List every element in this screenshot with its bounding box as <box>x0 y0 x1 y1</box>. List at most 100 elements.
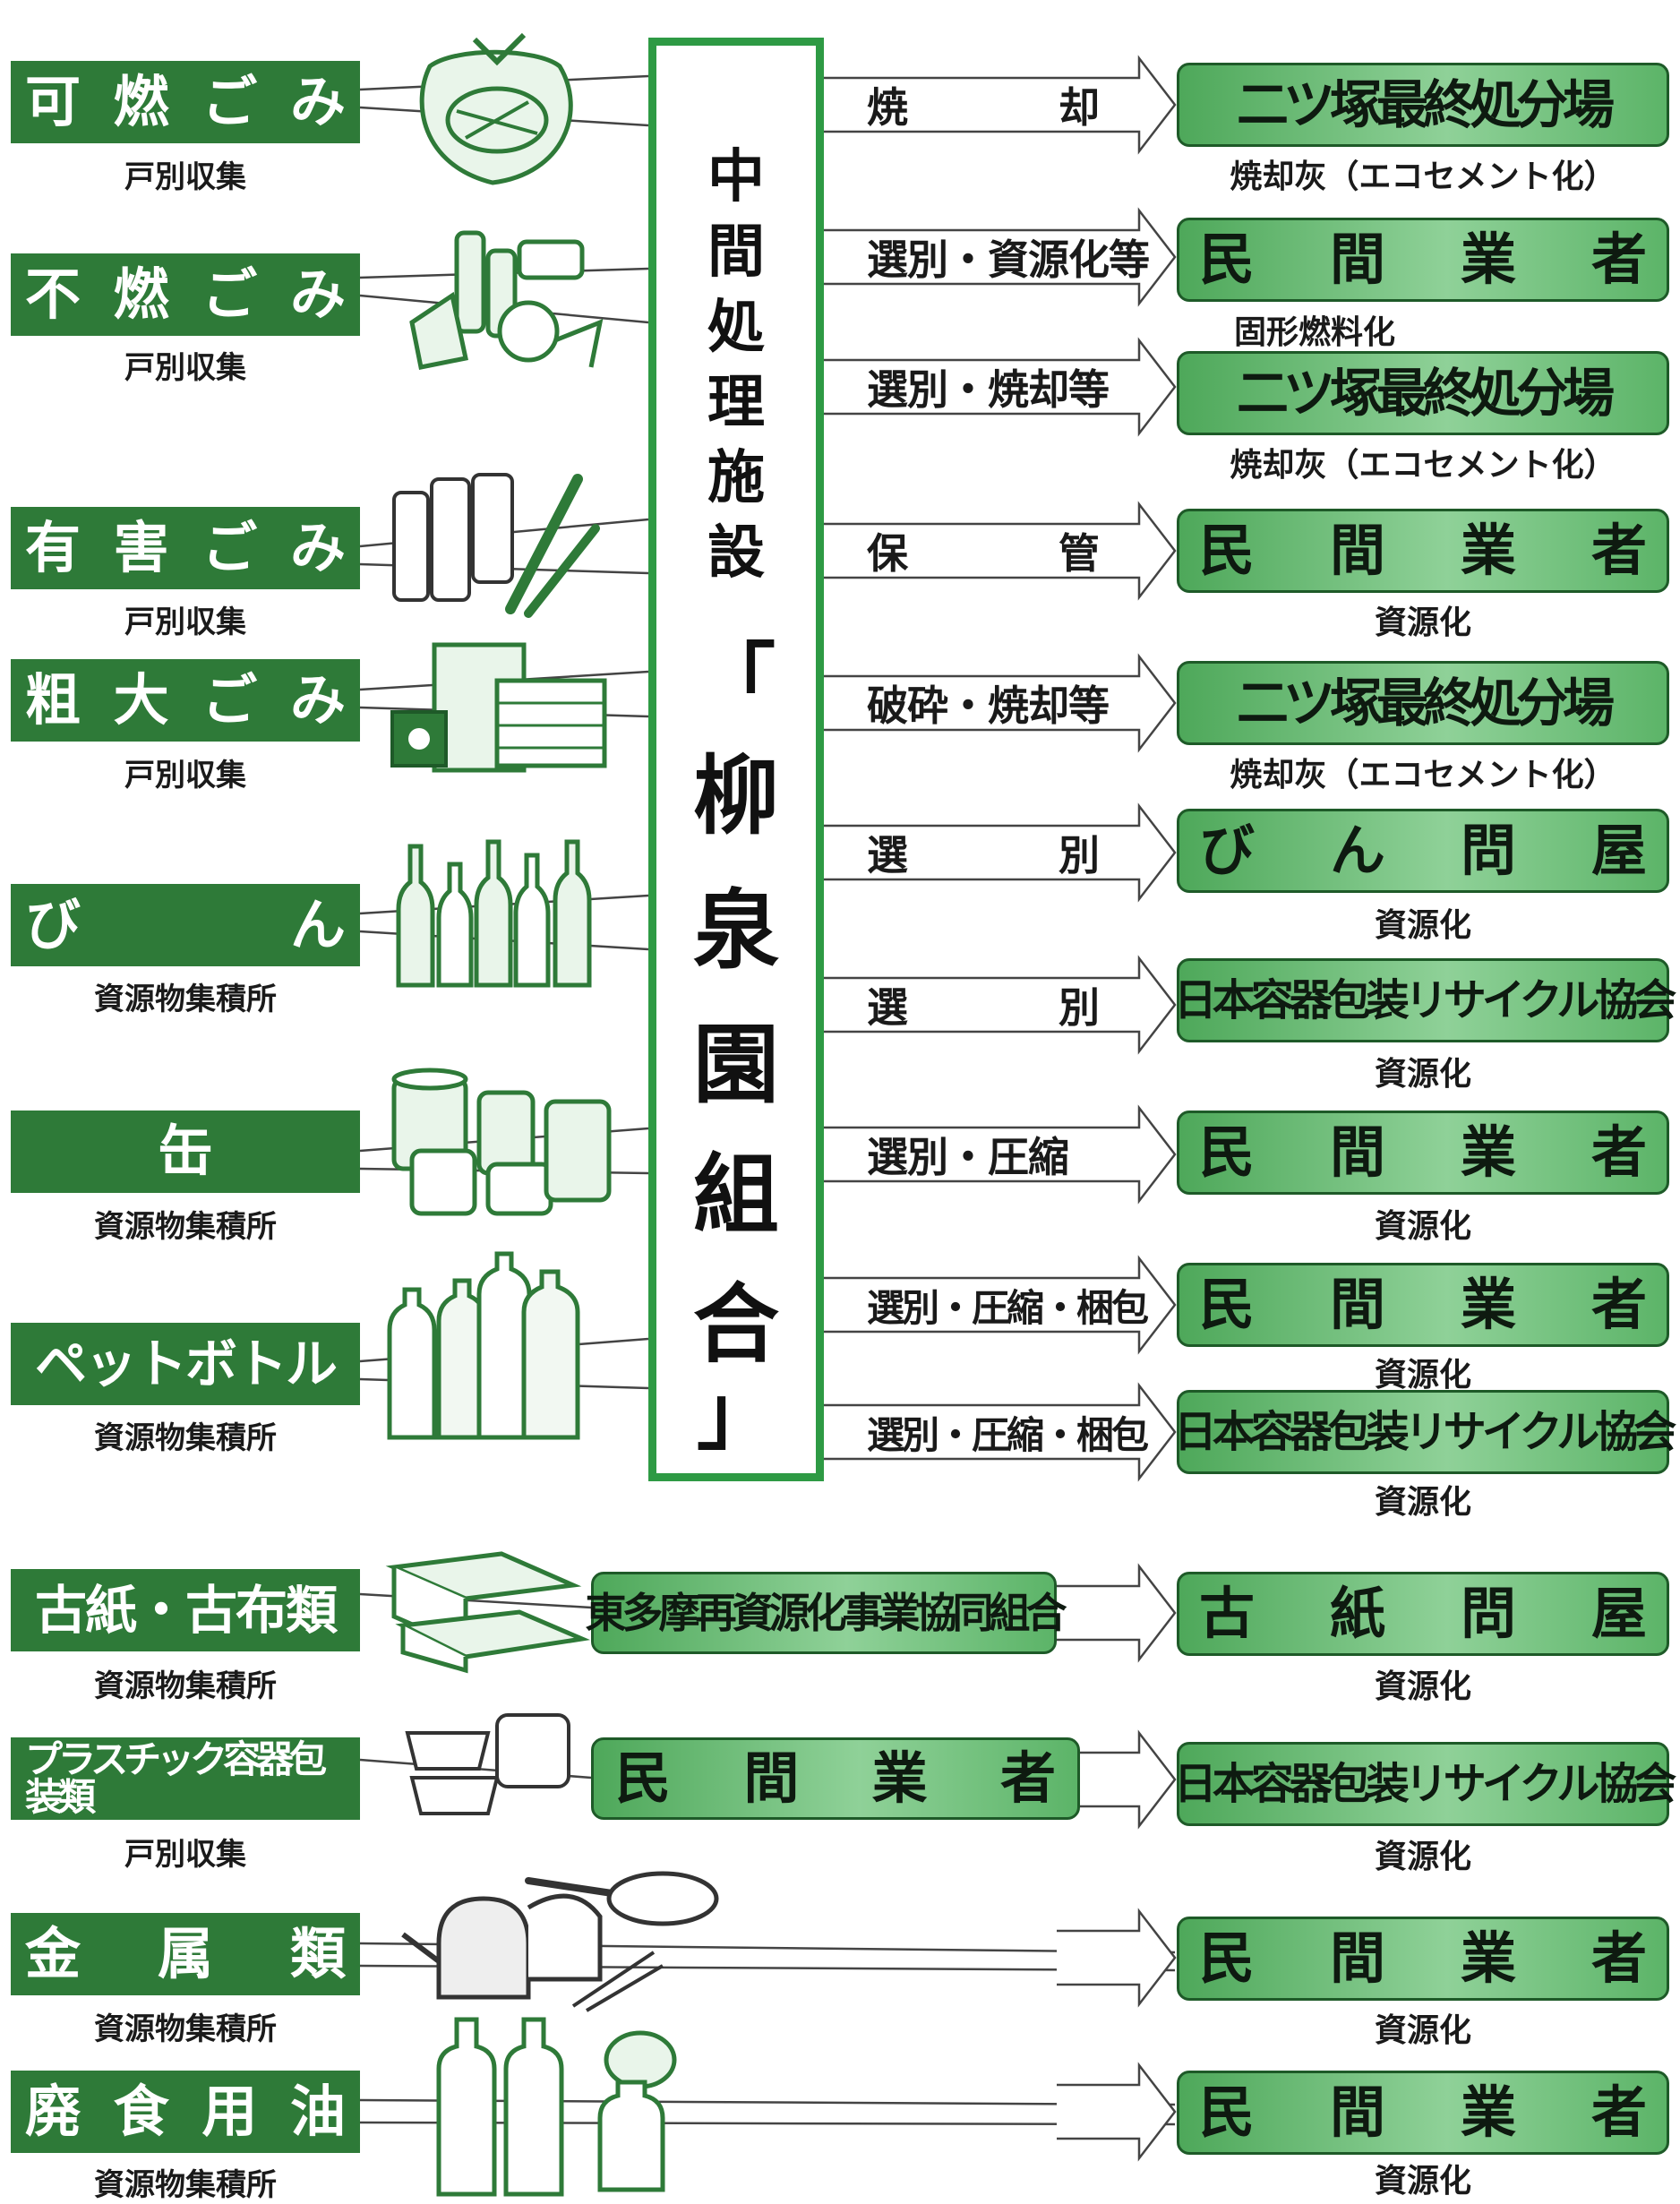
destination-4: 二ツ塚最終処分場 <box>1177 661 1669 745</box>
process-arrow-7 <box>824 1104 1177 1205</box>
destination-0-note: 焼却灰（エコセメント化） <box>1230 159 1616 195</box>
hub-char-0: 中 <box>707 144 765 210</box>
category-yugai: 有害ごみ <box>11 507 360 589</box>
category-haishoku: 廃食用油 <box>11 2071 360 2153</box>
pura-arrow <box>1080 1729 1177 1830</box>
collection-pet: 資源物集積所 <box>94 1420 277 1456</box>
paper-bundle-icon <box>385 1551 591 1674</box>
destination-7-note: 資源化 <box>1374 1208 1471 1245</box>
destination-11: 日本容器包装リサイクル協会 <box>1174 1742 1676 1826</box>
intermediary-minkan: 民間業者 <box>591 1737 1080 1820</box>
destination-10-note: 資源化 <box>1374 1668 1471 1705</box>
koshi-arrow <box>1057 1563 1177 1663</box>
hub-name-char-5: 合 <box>693 1274 779 1375</box>
destination-12: 民間業者 <box>1177 1917 1669 2001</box>
haishoku-arrow <box>1057 2062 1177 2162</box>
process-1: 選別・資源化等 <box>867 236 1150 284</box>
process-arrow-1 <box>824 207 1177 307</box>
hub-char-3: 理 <box>707 370 765 436</box>
destination-7: 民間業者 <box>1177 1111 1669 1195</box>
destination-9-note: 資源化 <box>1374 1484 1471 1521</box>
destination-4-note: 焼却灰（エコセメント化） <box>1230 757 1616 793</box>
oil-bottles-icon <box>436 2017 677 2197</box>
destination-13-note: 資源化 <box>1374 2163 1471 2200</box>
collection-sodai: 戸別収集 <box>124 758 246 793</box>
destination-1-note: 固形燃料化 <box>1234 314 1396 351</box>
category-koshi: 古紙・古布類 <box>11 1569 360 1651</box>
process-8: 選別・圧縮・梱包 <box>867 1285 1149 1330</box>
category-kanen: 可燃ごみ <box>11 61 360 143</box>
process-arrow-5 <box>824 802 1177 903</box>
kettle-pan-icon <box>401 1871 719 2012</box>
destination-11-note: 資源化 <box>1374 1839 1471 1875</box>
process-4: 破砕・焼却等 <box>867 682 1110 730</box>
process-arrow-0 <box>824 55 1177 155</box>
collection-yugai: 戸別収集 <box>124 605 246 640</box>
process-3: 保管 <box>867 529 1100 578</box>
collection-kinzoku: 資源物集積所 <box>94 2011 277 2047</box>
destination-2: 二ツ塚最終処分場 <box>1177 351 1669 435</box>
destination-10: 古紙問屋 <box>1177 1572 1669 1656</box>
trash-bag-icon <box>419 32 573 185</box>
process-5: 選別 <box>867 831 1100 879</box>
cans-icon <box>391 1068 612 1216</box>
destination-6-note: 資源化 <box>1374 1056 1471 1093</box>
process-7: 選別・圧縮 <box>867 1133 1069 1181</box>
category-bin: びん <box>11 884 360 966</box>
process-arrow-4 <box>824 653 1177 753</box>
plastic-containers-icon <box>405 1713 570 1815</box>
process-arrow-6 <box>824 955 1177 1055</box>
pet-bottles-icon <box>387 1251 580 1440</box>
destination-2-note: 焼却灰（エコセメント化） <box>1230 447 1616 484</box>
collection-koshi: 資源物集積所 <box>94 1668 277 1704</box>
process-arrow-8 <box>824 1255 1177 1355</box>
hub-name-close: 」 <box>696 1368 776 1461</box>
hub-char-1: 間 <box>707 219 765 286</box>
process-9: 選別・圧縮・梱包 <box>867 1412 1149 1457</box>
destination-0: 二ツ塚最終処分場 <box>1177 63 1669 147</box>
intermediary-higashitama: 東多摩再資源化事業協同組合 <box>586 1572 1067 1654</box>
destination-8: 民間業者 <box>1177 1263 1669 1347</box>
process-arrow-9 <box>824 1382 1177 1482</box>
category-pura: プラスチック容器包装類 <box>11 1737 360 1820</box>
category-kan: 缶 <box>11 1111 360 1193</box>
destination-12-note: 資源化 <box>1374 2012 1471 2049</box>
hub-name-char-2: 泉 <box>693 880 779 981</box>
process-arrow-3 <box>824 501 1177 601</box>
category-sodai: 粗大ごみ <box>11 659 360 742</box>
nonburnable-waste-icon <box>409 230 604 370</box>
collection-bin: 資源物集積所 <box>94 982 277 1017</box>
process-0: 焼却 <box>867 83 1100 132</box>
hub-char-5: 設 <box>707 520 765 587</box>
bulky-furniture-icon <box>390 642 607 773</box>
destination-3: 民間業者 <box>1177 509 1669 593</box>
destination-3-note: 資源化 <box>1374 605 1471 641</box>
hub-name-char-1: 柳 <box>693 746 779 846</box>
bottles-icon <box>396 839 592 988</box>
collection-haishoku: 資源物集積所 <box>94 2167 277 2203</box>
intermediate-facility: 中 間 処 理 施 設 「 柳 泉 園 組 合 」 <box>648 38 824 1481</box>
kinzoku-arrow <box>1057 1908 1177 2008</box>
hub-char-2: 処 <box>707 295 765 361</box>
destination-1: 民間業者 <box>1177 218 1669 302</box>
collection-funen: 戸別収集 <box>124 350 246 386</box>
destination-9: 日本容器包装リサイクル協会 <box>1174 1390 1676 1474</box>
process-6: 選別 <box>867 983 1100 1032</box>
destination-6: 日本容器包装リサイクル協会 <box>1174 958 1676 1042</box>
collection-kan: 資源物集積所 <box>94 1209 277 1245</box>
process-2: 選別・焼却等 <box>867 365 1110 414</box>
collection-kanen: 戸別収集 <box>124 159 246 195</box>
destination-5-note: 資源化 <box>1374 907 1471 944</box>
collection-pura: 戸別収集 <box>124 1837 246 1873</box>
hub-name-open: 「 <box>696 634 776 726</box>
category-kinzoku: 金属類 <box>11 1913 360 1995</box>
hub-char-4: 施 <box>707 445 765 511</box>
category-pet: ペットボトル <box>11 1323 360 1405</box>
hub-name-char-3: 園 <box>693 1015 779 1115</box>
category-funen: 不燃ごみ <box>11 253 360 336</box>
destination-5: びん問屋 <box>1177 809 1669 893</box>
process-arrow-2 <box>824 337 1177 437</box>
destination-13: 民間業者 <box>1177 2071 1669 2155</box>
destination-8-note: 資源化 <box>1374 1357 1471 1394</box>
